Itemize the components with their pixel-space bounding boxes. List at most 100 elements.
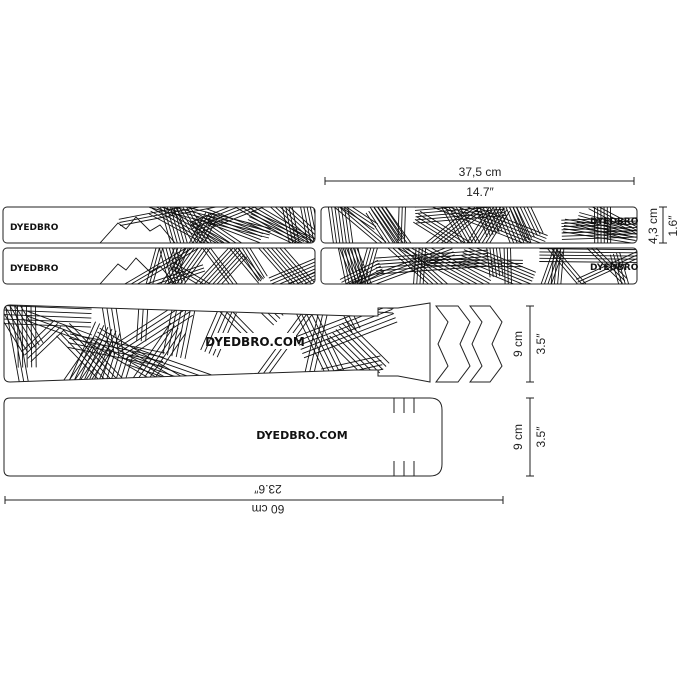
- pattern-line: [561, 223, 637, 228]
- pattern-line: [326, 338, 371, 382]
- pattern-line: [72, 325, 105, 382]
- pattern-line: [449, 207, 494, 243]
- pattern-line: [357, 207, 429, 243]
- mudguard-height-in: 3.5″: [534, 426, 548, 448]
- pattern-line: [106, 303, 124, 354]
- pattern-line: [204, 248, 259, 284]
- pattern-line: [268, 248, 315, 279]
- pattern-line: [561, 226, 637, 231]
- pattern-line: [328, 207, 387, 243]
- pattern-line: [538, 251, 564, 284]
- strip-pattern: [99, 248, 315, 284]
- pattern-line: [375, 252, 489, 262]
- strip-height-cm: 4,3 cm: [646, 208, 660, 244]
- pattern-line: [540, 246, 656, 247]
- pattern-line: [338, 207, 352, 243]
- pattern-line: [501, 207, 536, 243]
- pattern-line: [355, 207, 426, 243]
- pattern-line: [334, 291, 394, 295]
- pattern-line: [162, 207, 192, 243]
- pattern-line: [435, 207, 497, 243]
- pattern-line: [333, 303, 394, 305]
- pattern-line: [27, 326, 62, 359]
- pattern-line: [200, 305, 221, 351]
- pattern-line: [4, 303, 40, 346]
- pattern-line: [79, 348, 113, 382]
- pattern-line: [273, 253, 315, 284]
- chevron-tab-1: [435, 305, 471, 383]
- pattern-line: [365, 207, 437, 243]
- pattern-line: [251, 210, 307, 237]
- pattern-line: [430, 207, 492, 243]
- pattern-line: [175, 248, 243, 284]
- pattern-line: [105, 248, 206, 284]
- pattern-line: [548, 248, 558, 284]
- pattern-line: [495, 207, 530, 243]
- mudguard-height-dimension: 9 cm 3.5″: [511, 397, 548, 477]
- pattern-line: [211, 303, 268, 306]
- pattern-line: [333, 248, 356, 284]
- pattern-line: [522, 207, 544, 234]
- pattern-line: [414, 207, 505, 211]
- pattern-line: [116, 303, 186, 349]
- pattern-line: [193, 217, 259, 243]
- pattern-line: [250, 213, 306, 240]
- pattern-line: [124, 314, 194, 360]
- pattern-line: [147, 248, 170, 284]
- pattern-line: [4, 303, 36, 348]
- dyedbro-logo: DYEDBRO: [10, 264, 59, 274]
- pattern-line: [88, 332, 121, 382]
- pattern-line: [324, 207, 383, 243]
- pattern-line: [557, 248, 567, 284]
- pattern-line: [539, 261, 637, 264]
- pattern-line: [376, 207, 401, 242]
- pattern-line: [539, 251, 637, 254]
- pattern-line: [414, 210, 481, 243]
- pattern-line: [411, 248, 420, 284]
- pattern-line: [189, 207, 277, 224]
- pattern-line: [231, 248, 304, 284]
- pattern-line: [300, 207, 315, 243]
- pattern-line: [198, 252, 243, 284]
- pattern-line: [410, 207, 477, 243]
- mudguard-height-cm: 9 cm: [511, 424, 525, 450]
- pattern-line: [192, 207, 279, 230]
- pattern-line: [191, 248, 236, 284]
- pattern-line: [246, 303, 284, 316]
- pattern-line: [303, 307, 351, 382]
- pattern-line: [427, 265, 523, 268]
- pattern-line: [282, 207, 296, 243]
- pattern-line: [102, 303, 120, 355]
- pattern-line: [333, 248, 381, 284]
- pattern-line: [247, 219, 303, 243]
- pattern-line: [366, 248, 446, 284]
- strip-pattern: [321, 246, 656, 284]
- pattern-line: [118, 332, 187, 382]
- pattern-line: [300, 313, 395, 350]
- pattern-line: [619, 252, 634, 284]
- pattern-line: [151, 207, 272, 230]
- pattern-line: [539, 254, 637, 257]
- pattern-line: [375, 256, 489, 265]
- down-tube-protector: DYEDBRO.COM: [3, 291, 503, 383]
- dyedbro-url: DYEDBRO.COM: [256, 429, 347, 442]
- pattern-line: [539, 257, 637, 260]
- pattern-line: [345, 248, 368, 284]
- pattern-line: [561, 235, 637, 240]
- pattern-line: [498, 207, 533, 243]
- mudguard: DYEDBRO.COM: [3, 397, 443, 477]
- pattern-line: [68, 337, 164, 358]
- pattern-line: [170, 267, 209, 284]
- pattern-line: [207, 248, 262, 282]
- pattern-line: [513, 207, 535, 238]
- pattern-line: [4, 313, 92, 319]
- pattern-line: [240, 248, 314, 284]
- pattern-line: [174, 248, 194, 273]
- pattern-line: [297, 304, 391, 342]
- pattern-line: [325, 248, 373, 284]
- pattern-line: [326, 207, 385, 243]
- pattern-line: [271, 248, 315, 284]
- pattern-line: [506, 248, 510, 284]
- pattern-line: [269, 248, 315, 282]
- pattern-line: [330, 248, 353, 284]
